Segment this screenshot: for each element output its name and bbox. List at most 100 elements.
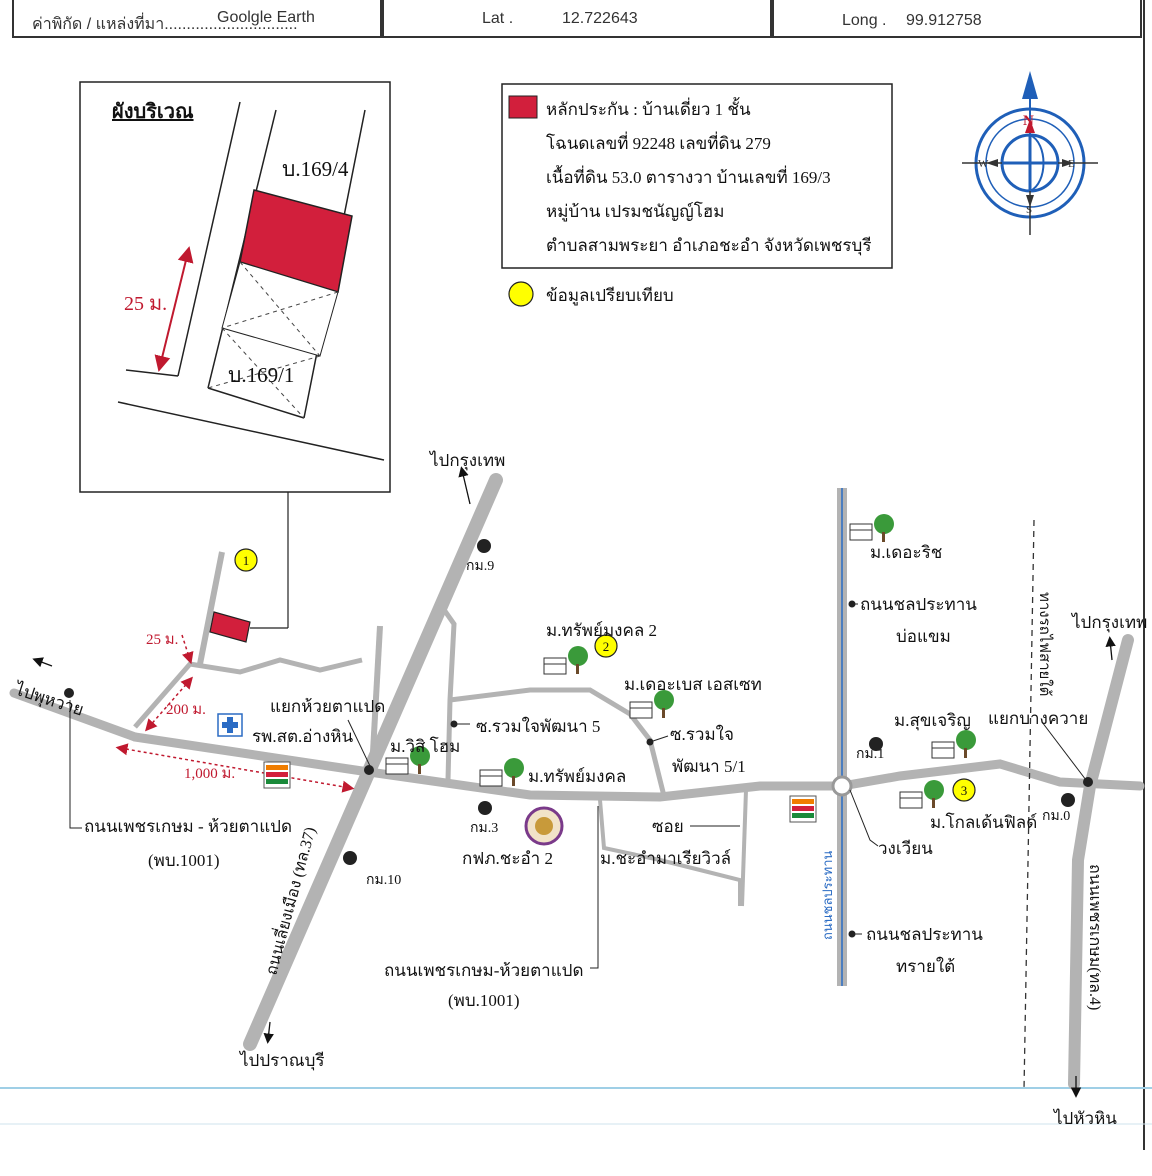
label-km0: กม.0: [1042, 809, 1070, 824]
label-soi: ซอย: [652, 817, 684, 836]
label-km3: กม.3: [470, 821, 498, 836]
label-canal-south-b: ทรายใต้: [896, 956, 955, 976]
label-canal-north-a: ถนนชลประทาน: [860, 595, 977, 614]
label-km9: กม.9: [466, 559, 494, 574]
seven-eleven-icon: [789, 795, 817, 823]
label-km10: กม.10: [366, 873, 401, 888]
km3-dot: [478, 801, 492, 815]
road-west-dot: [64, 688, 74, 698]
leader-huai: [347, 719, 371, 767]
source-label: ค่าพิกัด / แหล่งที่มา...................…: [32, 16, 298, 33]
lat-label: Lat .: [482, 10, 514, 27]
legend-yellow-marker: [508, 281, 534, 307]
label-sap-mongkol-2: ม.ทรัพย์มงคล 2: [546, 621, 657, 640]
long-cell: [772, 0, 1142, 38]
legend-red-swatch: [508, 95, 538, 119]
road-west: [9, 688, 140, 742]
label-road-main-a: ถนนเพชรเกษม-ห้วยตาแปด: [384, 961, 583, 980]
road-property-soi: [197, 551, 225, 665]
legend-deed: โฉนดเลขที่ 92248 เลขที่ดิน 279: [546, 134, 771, 153]
legend-compare: ข้อมูลเปรียบเทียบ: [546, 286, 674, 305]
label-the-base: ม.เดอะเบส เอสเซท: [624, 675, 762, 694]
village-icon-visi-home: [385, 746, 430, 775]
village-icon-golden-field: [899, 780, 944, 809]
dim-25-arrow: [181, 634, 194, 665]
village-icon-sap-mongkol-2: [543, 646, 588, 675]
legend-collateral: หลักประกัน : บ้านเดี่ยว 1 ชั้น: [546, 100, 751, 119]
comparison-marker-1: 1: [234, 548, 258, 572]
label-to-huahin: ไปหัวหิน: [1052, 1108, 1117, 1128]
label-golden-field: ม.โกลเด้นฟิลด์: [930, 812, 1037, 832]
comparison-marker-3: 3: [952, 778, 976, 802]
label-cha-am-marina: ม.ชะอำมาเรียวิวล์: [600, 849, 731, 868]
village-icon-sap-mongkol: [479, 758, 524, 787]
map-property-plot: [209, 611, 251, 643]
km0-dot: [1061, 793, 1075, 807]
label-road-main-b: (พบ.1001): [448, 991, 520, 1010]
dim-1000-arrow: [115, 743, 355, 793]
village-icon-suk-charoen: [931, 730, 976, 759]
inset-dimension-arrow: [154, 246, 194, 372]
road-phetkasem-4: [1068, 634, 1134, 1090]
label-dim-200: 200 ม.: [166, 702, 206, 718]
compass-s: S: [1026, 204, 1032, 216]
compass-n: N: [1023, 113, 1034, 129]
svg-text:1: 1: [243, 553, 250, 568]
legend-area: เนื้อที่ดิน 53.0 ตารางวา บ้านเลขที่ 169/…: [546, 168, 831, 187]
village-icon-the-base: [629, 690, 674, 719]
label-canal-road-vertical: ถนนชลประทาน: [820, 850, 835, 940]
inset-road-edge: [117, 401, 385, 461]
inset-plot-south-label: บ.169/1: [228, 363, 294, 387]
label-to-pranburi: ไปปราณบุรี: [238, 1050, 325, 1071]
long-label: Long .: [842, 12, 887, 29]
inset-road-edge: [125, 369, 179, 377]
label-dim-25: 25 ม.: [146, 632, 178, 648]
leader-bang-kwai: [1041, 721, 1087, 781]
inset-dimension-label: 25 ม.: [124, 293, 167, 315]
label-to-phu-huai: ไปพุหวาย: [11, 678, 87, 720]
road-ruamjai: [449, 687, 667, 797]
road-soi-a: [437, 602, 457, 781]
inset-plot-north-label: บ.169/4: [282, 157, 349, 181]
label-junction-bang-kwai: แยกบางควาย: [988, 709, 1088, 728]
header-bar: ค่าพิกัด / แหล่งที่มา...................…: [0, 0, 1152, 44]
arrow-to-pranburi: [263, 1021, 274, 1044]
label-dim-1000: 1,000 ม.: [184, 766, 235, 782]
lat-value: 12.722643: [562, 10, 638, 27]
road-local-loop: [133, 657, 363, 729]
junction-huai-dot: [364, 765, 374, 775]
compass-w: W: [978, 158, 989, 170]
leader-road-main: [590, 806, 599, 969]
km1-dot: [869, 737, 883, 751]
hospital-icon: [217, 713, 243, 737]
village-icon-the-rich: [849, 514, 894, 542]
source-value: Goolgle Earth: [217, 9, 315, 26]
site-plan-title: ผังบริเวณ: [112, 101, 194, 123]
label-visi-home: ม.วิสิ โฮม: [390, 736, 460, 756]
svg-text:3: 3: [961, 783, 968, 798]
label-phetkasem-4: ถนนเพชรเกษม(ทล.4): [1086, 864, 1103, 1010]
label-to-bangkok-1: ไปกรุงเทพ: [428, 450, 505, 471]
legend-box: [501, 83, 893, 269]
road-soi-south: [598, 799, 742, 906]
leader-roundabout: [849, 789, 879, 847]
inset-cross: [207, 355, 321, 389]
label-soi-ruamjai51-a: ซ.รวมใจ: [670, 724, 734, 744]
road-bypass-37: [243, 473, 503, 1051]
km9-dot: [477, 539, 491, 553]
seven-eleven-icon: [263, 761, 291, 789]
label-pea: กฟภ.ชะอำ 2: [462, 849, 553, 868]
label-km1: กม.1: [856, 747, 884, 762]
roundabout-symbol: [831, 775, 853, 797]
legend-village: หมู่บ้าน เปรมชนัญญ์โฮม: [546, 202, 725, 221]
label-road-west-b: (พบ.1001): [148, 851, 220, 870]
label-canal-north-b: บ่อแขม: [896, 627, 951, 646]
label-soi-ruamjai51-b: พัฒนา 5/1: [672, 757, 746, 776]
inset-plot-line: [207, 387, 305, 419]
label-canal-south-a: ถนนชลประทาน: [866, 925, 983, 944]
label-road-west-a: ถนนเพชรเกษม - ห้วยตาแปด: [84, 817, 292, 836]
compass-rose: N S W E: [962, 71, 1098, 235]
dim-200-arrow: [145, 676, 193, 732]
svg-text:2: 2: [603, 639, 610, 654]
